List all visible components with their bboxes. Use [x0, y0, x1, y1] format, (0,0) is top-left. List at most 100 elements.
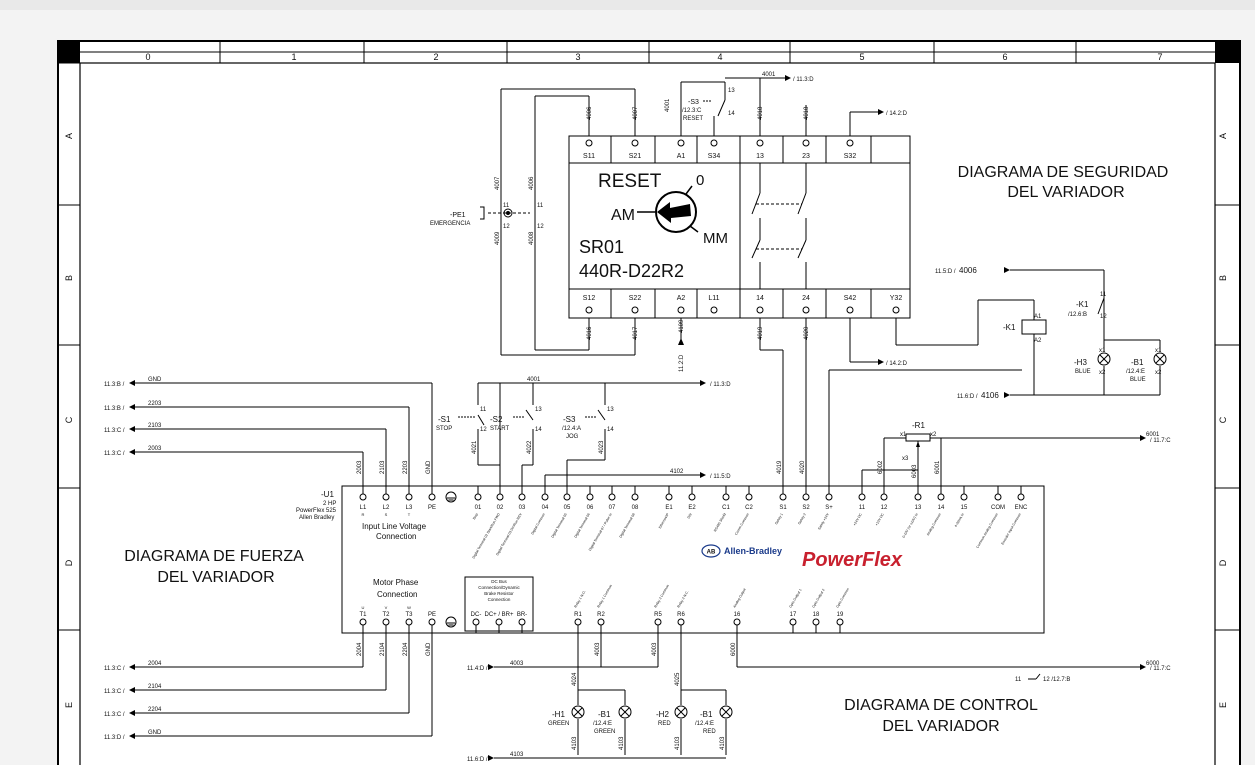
vfd-terminal-label: 04 [542, 505, 549, 511]
vfd-terminal-sub: T [408, 512, 411, 517]
terminal-circle [474, 493, 482, 501]
analog-labels: -R1 x1 x2 x3 6002 6003 6001 6001 / 11.7:… [878, 421, 1171, 478]
vfd-terminal-label: PE [428, 505, 436, 511]
lamp-label: -B1 [700, 710, 713, 719]
column-label: 7 [1157, 52, 1162, 62]
wire-labels-bottom: 4016 4017 4109 11.2:D 4019 4020 / 14.2:D [587, 319, 908, 372]
lamp-color: BLUE [1075, 369, 1091, 375]
terminal-circle [779, 493, 787, 501]
wire-number: 4103 [675, 736, 681, 750]
contact-label: -K1 [1076, 300, 1089, 309]
wire-number: GND [426, 460, 432, 474]
vfd-terminal-label: DC+ / BR+ [484, 612, 514, 618]
wire-number: 4102 [670, 469, 684, 475]
wire-number: 4016 [587, 326, 593, 340]
terminal-circle [597, 618, 605, 626]
column-label: 0 [145, 52, 150, 62]
vfd-terminal-label: L3 [406, 505, 413, 511]
input-section-label: Input Line Voltage [362, 522, 427, 531]
dc-bus-label: Connection/Dynamic [478, 585, 520, 590]
terminal-circle [858, 493, 866, 501]
wire-number: 4021 [472, 440, 478, 454]
wire-number: 4009 [495, 231, 501, 245]
terminal-circle [960, 493, 968, 501]
vfd-body [341, 485, 1045, 634]
vfd-terminal-label: T1 [359, 612, 367, 618]
row-label: E [64, 702, 74, 708]
wire-xref: / 11.3:D [710, 382, 731, 388]
wire-number: 4008 [529, 231, 535, 245]
row-label: C [1218, 416, 1228, 423]
power-xref: 11.3:C / [104, 451, 125, 457]
vfd-terminal-label: L2 [383, 505, 390, 511]
button-name: JOG [566, 434, 579, 440]
relay-mm-label: MM [703, 230, 728, 247]
vfd-terminal-label: L1 [360, 505, 367, 511]
terminal-circle [428, 493, 436, 501]
vfd-terminal-desc: 4-20mA In [954, 512, 965, 527]
terminal-circle [518, 618, 526, 626]
pin-number: x1 [1099, 348, 1106, 354]
terminal-label: 23 [802, 153, 810, 160]
vfd-terminal-sub: R [362, 512, 365, 517]
terminal-circle [496, 493, 504, 501]
terminal-circle [836, 618, 844, 626]
row-label: D [64, 559, 74, 566]
wire-number: 4007 [633, 106, 639, 120]
relay-am-label: AM [611, 207, 635, 224]
contact-ref: 11 [1015, 677, 1022, 683]
terminal-label: S21 [629, 153, 642, 160]
pin-number: x2 [1099, 370, 1106, 376]
vfd-terminal-label: COM [991, 505, 1005, 511]
powerflex-logo: PowerFlex [802, 549, 903, 571]
wire-xref: / 14.2:D [886, 361, 908, 367]
vfd-terminal-desc: Safety 1 [774, 512, 784, 525]
title-seguridad: DIAGRAMA DE SEGURIDAD [958, 164, 1169, 181]
wire-xref: 11.6:D / [957, 394, 978, 400]
terminal-label: A2 [677, 295, 686, 302]
wire-xref: 11.2:D [679, 354, 685, 372]
wire-number: 4109 [679, 319, 685, 333]
safety-relay: S11 S21 A1 S34 13 23 S32 S12 S22 A2 L11 … [568, 135, 911, 319]
row-label: A [1218, 133, 1228, 139]
wire-number: 4001 [762, 72, 776, 78]
terminal-circle [825, 493, 833, 501]
pin-number: 14 [607, 427, 614, 433]
power-xref: 11.3:C / [104, 689, 125, 695]
wire-number: GND [426, 642, 432, 656]
vfd-terminal-label: 08 [632, 505, 639, 511]
terminal-label: S34 [708, 153, 721, 160]
row-label: E [1218, 702, 1228, 708]
row-label: B [1218, 275, 1228, 281]
terminal-label: S12 [583, 295, 596, 302]
lamp-color: BLUE [1130, 377, 1146, 383]
terminal-circle [745, 493, 753, 501]
title-seguridad: DEL VARIADOR [1007, 184, 1124, 201]
terminal-circle [563, 493, 571, 501]
column-label: 5 [859, 52, 864, 62]
pilot-lamp-icon [1097, 352, 1167, 366]
vfd-terminal-desc: Stop [472, 512, 479, 520]
vfd-model: PowerFlex 525 [296, 508, 337, 514]
pin-number: x3 [902, 456, 909, 462]
wire-xref: 11.6:D / [467, 757, 488, 763]
wire-xref: / 14.2:D [886, 111, 908, 117]
allen-bradley-logo: AB Allen-Bradley [701, 544, 782, 558]
contact-ref: /12.6:B [1068, 312, 1087, 318]
power-xref: 11.3:D / [104, 735, 125, 741]
estop-label: -PE1 [450, 212, 466, 219]
dc-bus-labels: DC Bus Connection/Dynamic Brake Resistor… [478, 579, 520, 602]
pin-number: 13 [607, 407, 614, 413]
terminal-label: 13 [756, 153, 764, 160]
row-label: D [1218, 559, 1228, 566]
lamp-label: -H1 [552, 710, 565, 719]
vfd-brand: Allen Bradley [299, 515, 334, 521]
wire-number: 4022 [527, 440, 533, 454]
pin-number: 14 [728, 111, 735, 117]
vfd-terminal-label: 05 [564, 505, 571, 511]
pin-number: A1 [1034, 314, 1042, 320]
row-label: C [64, 416, 74, 423]
pin-number: 12 [1100, 314, 1107, 320]
device-label: -S3 [688, 99, 699, 106]
